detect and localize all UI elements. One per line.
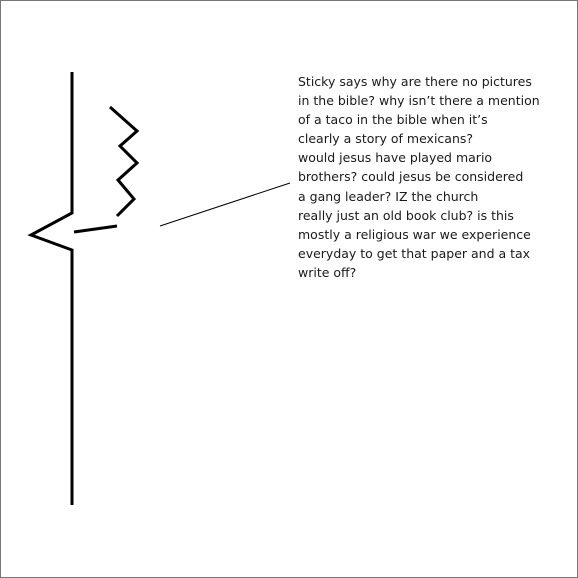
caption-line: would jesus have played mario: [298, 150, 493, 166]
stick-figure-zigzag-hair: [109, 105, 140, 218]
caption-line: brothers? could jesus be considered: [298, 169, 524, 185]
caption-line: really just an old book club? is this: [298, 207, 514, 223]
caption-line: clearly a story of mexicans?: [298, 131, 474, 147]
caption-line: a gang leader? IZ the church: [298, 188, 479, 204]
caption-line: Sticky says why are there no pictures: [298, 74, 532, 89]
stick-figure-mouth: [73, 224, 118, 234]
speech-caption: Sticky says why are there no pictures in…: [298, 72, 548, 282]
caption-line: mostly a religious war we experience: [298, 226, 531, 242]
caption-line: of a taco in the bible when it’s: [298, 112, 488, 128]
caption-line: write off?: [298, 264, 357, 280]
speech-pointer-line: [159, 182, 291, 227]
caption-line: everyday to get that paper and a tax: [298, 245, 531, 261]
stick-figure-body: [27, 72, 74, 505]
caption-line: in the bible? why isn’t there a mention: [298, 93, 540, 109]
